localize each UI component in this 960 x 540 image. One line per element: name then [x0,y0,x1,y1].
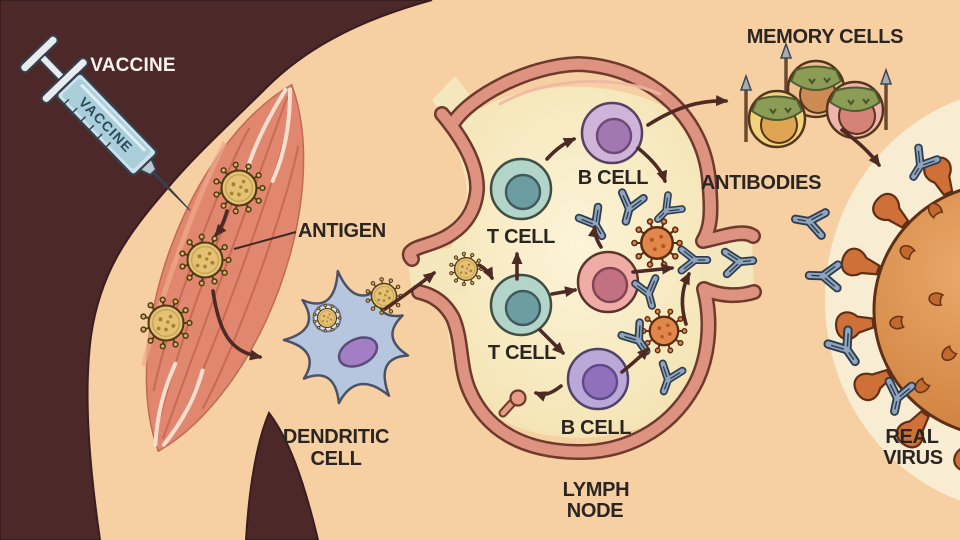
syringe-hub [138,157,158,177]
tendon-highlights [153,87,292,447]
arrow-antigen-to-dendritic [211,289,263,361]
real-virus-body [872,188,960,432]
memory-cell-yellow [739,73,807,149]
arrow-bcell-to-memory [646,95,729,127]
b-cell-upper [580,101,644,165]
b-cell-lower-label: B CELL [561,417,632,439]
arrow-bcell2-to-viruses [620,347,650,374]
arrow-tcell-to-plasma [550,286,578,298]
lymph-node-label-line1: LYMPH [563,479,630,501]
syringe-liquid [62,78,151,169]
spear-icon [739,73,753,142]
antigen-leader-line [233,231,297,250]
t-cell-lower [489,273,553,337]
antigen-label: ANTIGEN [298,220,386,242]
arrow-bcell2-loop [533,384,563,402]
memory-cell-pink [825,67,893,140]
t-cell-upper-label: T CELL [487,226,555,248]
bandana [750,95,804,121]
arrow-exit-flow [679,271,691,326]
arrow-bcell-to-antibodies [636,146,668,184]
arrow-tcell-to-bcell2 [538,328,565,355]
arrow-tcell-to-bcell [545,137,577,161]
exit-channel [698,240,754,290]
dendritic-nucleus [337,336,379,368]
spear-icon [879,67,893,130]
t-cell-lower-label: T CELL [488,342,556,364]
bandana [789,65,843,91]
b-cell-upper-label: B CELL [578,167,649,189]
dendritic-cell [282,269,410,405]
arrow-antigen-to-tcell [477,263,494,281]
dendritic-cell-label-line2: CELL [310,448,361,470]
arrow-antigen-sequence [214,209,229,237]
lymph-node-knob [498,389,527,418]
arrow-memory-to-virus [840,128,881,168]
syringe-needle [151,171,191,211]
syringe-tick-marks [64,98,112,148]
t-cell-upper [489,157,553,221]
lymph-node-label-line2: NODE [567,500,624,522]
real-virus [833,152,960,476]
dendritic-cell-label-line1: DENDRITIC [283,426,389,448]
bandana [828,86,882,112]
dark-background-armpit [244,411,320,540]
plasma-cell [576,250,640,314]
memory-cells-group [739,41,893,149]
syringe-icon: VACCINE [19,34,191,211]
real-virus-label-line2: VIRUS [883,447,943,469]
arrow-plasma-to-exit [631,263,675,275]
real-virus-label-line1: REAL [885,426,938,448]
vaccine-label: VACCINE [90,55,176,76]
arrow-dendritic-to-node [383,271,436,311]
antibodies-label: ANTIBODIES [701,172,821,194]
memory-cells-label: MEMORY CELLS [747,26,903,48]
arrow-plasma-to-antibodies [587,224,603,249]
b-cell-lower [566,347,630,411]
lymph-node-wall [401,56,762,461]
